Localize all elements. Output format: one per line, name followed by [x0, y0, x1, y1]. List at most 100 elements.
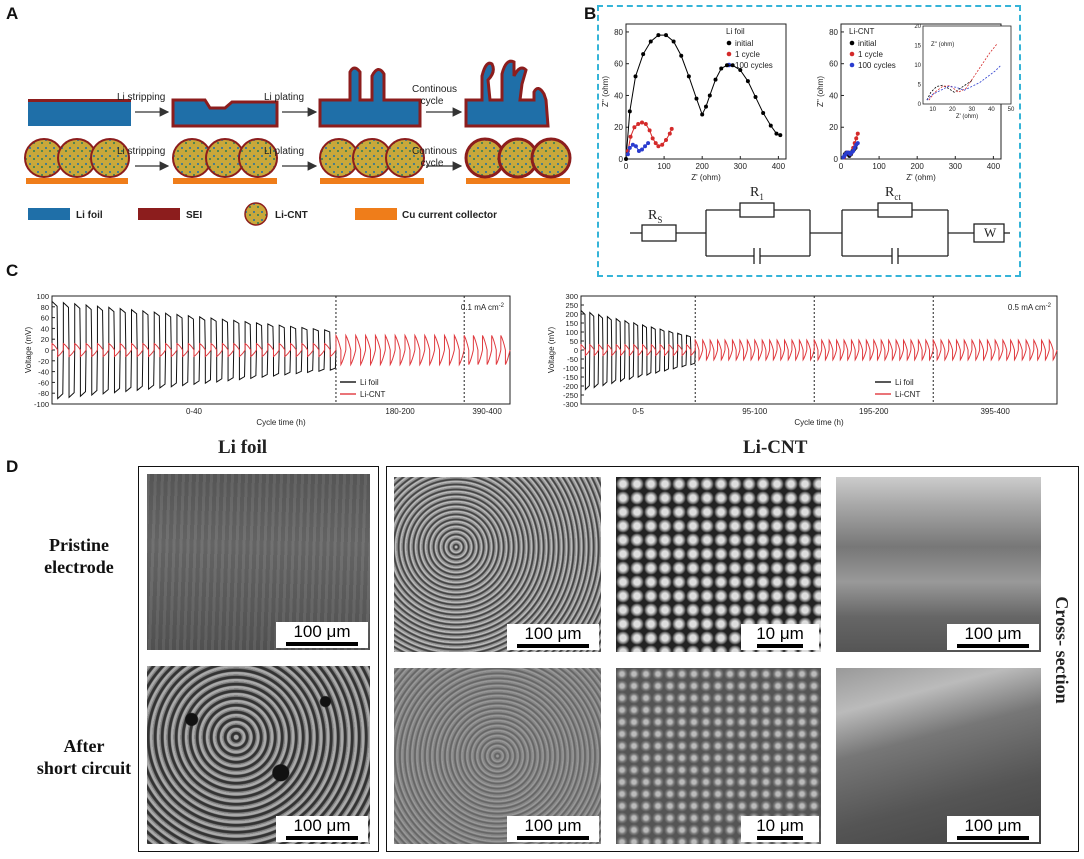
y-tick-label: -100 — [563, 364, 578, 373]
scale-bar-cnt-bot-2: 10 μm — [741, 816, 819, 842]
y-tick-label: -200 — [563, 382, 578, 391]
legend-title: Li foil — [726, 27, 745, 36]
step-label-cycle-1: Continous cycle — [412, 84, 458, 107]
circuit-w-label: W — [984, 225, 997, 240]
inset-y-tick-label: 20 — [914, 24, 921, 30]
y-tick-label: 300 — [565, 292, 578, 301]
segment-label: 195-200 — [859, 407, 889, 416]
data-point — [851, 149, 856, 154]
data-point — [646, 141, 651, 146]
row-label-pristine: Pristine electrode — [44, 535, 114, 577]
inset-y-tick-label: 10 — [914, 63, 921, 69]
y-tick-label: 0 — [45, 346, 49, 355]
inset-y-tick-label: 0 — [918, 102, 922, 108]
panel-letter-d: D — [6, 457, 19, 476]
data-point — [700, 112, 705, 117]
data-point — [686, 74, 691, 79]
y-tick-label: 80 — [829, 28, 838, 37]
y-axis-label: Z'' (ohm) — [816, 76, 825, 107]
sem-li-cnt-short-circuit-high-mag: 10 μm — [616, 668, 821, 844]
side-label-cross-section: Cross- section — [1052, 596, 1072, 704]
sem-li-cnt-pristine-cross-section: 100 μm — [836, 477, 1041, 652]
y-tick-label: 150 — [565, 319, 578, 328]
data-point — [633, 144, 638, 149]
sem-li-cnt-pristine-low-mag: 100 μm — [394, 477, 601, 652]
legend-title: Li-CNT — [849, 27, 874, 36]
legend-entry: initial — [858, 39, 876, 48]
y-tick-label: -20 — [38, 357, 49, 366]
data-point — [724, 63, 729, 68]
y-tick-label: 0 — [574, 346, 578, 355]
legend-marker — [849, 51, 855, 57]
panel-letter-a: A — [6, 4, 19, 23]
y-tick-label: -80 — [38, 389, 49, 398]
y-tick-label: 20 — [614, 123, 623, 132]
scale-bar-foil-bottom: 100 μm — [276, 816, 368, 842]
y-tick-label: 0 — [834, 155, 839, 164]
y-tick-label: -40 — [38, 368, 49, 377]
x-axis-label: Z' (ohm) — [906, 173, 936, 182]
data-point — [738, 68, 743, 73]
y-tick-label: 40 — [829, 91, 838, 100]
sem-li-cnt-pristine-high-mag: 10 μm — [616, 477, 821, 652]
li-cnt-trace — [463, 335, 511, 365]
chart-title-li-cnt: Li-CNT — [743, 437, 808, 458]
circuit-r1-label: R1 — [750, 185, 764, 202]
x-tick-label: 400 — [772, 162, 786, 171]
plot-frame — [580, 295, 1058, 405]
y-tick-label: -60 — [38, 378, 49, 387]
x-tick-label: 300 — [734, 162, 748, 171]
li-cnt-trace — [51, 342, 337, 358]
y-axis-label: Z'' (ohm) — [601, 76, 610, 107]
data-point — [624, 157, 628, 161]
row2-stage3 — [319, 138, 425, 184]
legend-entry-li-cnt: Li-CNT — [360, 390, 385, 399]
y-tick-label: 100 — [36, 292, 49, 301]
step-label-stripping-1: Li stripping — [117, 92, 166, 103]
li-cnt-trace — [932, 338, 1058, 362]
legend-entry: 100 cycles — [858, 61, 896, 70]
step-label-stripping-2: Li stripping — [117, 146, 166, 157]
data-point — [719, 66, 724, 71]
data-point — [636, 122, 641, 127]
data-point — [778, 133, 783, 138]
data-point — [707, 93, 712, 98]
x-axis-label: Z' (ohm) — [691, 173, 721, 182]
data-point — [671, 39, 676, 44]
sem-frame-li-cnt — [386, 466, 1079, 852]
legend-marker — [849, 62, 855, 68]
data-point — [625, 152, 630, 157]
current-density-exponent: -2 — [499, 303, 505, 309]
data-point — [650, 136, 655, 141]
li-cnt-trace — [694, 338, 815, 362]
y-tick-label: -150 — [563, 373, 578, 382]
x-tick-label: 300 — [949, 162, 963, 171]
current-density-exponent: -2 — [1046, 303, 1052, 309]
row1-stage1 — [28, 99, 131, 126]
segment-label: 0-5 — [632, 407, 644, 416]
sem-li-foil-pristine: 100 μm — [147, 474, 370, 650]
data-point — [704, 104, 708, 109]
y-tick-label: 20 — [41, 335, 49, 344]
legend-entry-li-cnt: Li-CNT — [895, 390, 920, 399]
panel-b-border — [597, 5, 1021, 277]
x-axis-label: Cycle time (h) — [256, 418, 306, 427]
data-point — [641, 52, 646, 57]
data-point — [648, 39, 653, 44]
row2-stage4 — [464, 137, 572, 184]
data-point — [753, 95, 758, 100]
data-point — [633, 74, 638, 79]
x-tick-label: 100 — [872, 162, 886, 171]
step-label-cycle-2: Continous cycle — [412, 146, 458, 169]
data-point — [774, 131, 779, 136]
li-cnt-trace — [813, 338, 934, 362]
row1-stage3 — [318, 66, 422, 128]
y-tick-label: -250 — [563, 391, 578, 400]
y-tick-label: 20 — [829, 123, 838, 132]
data-point — [640, 120, 644, 125]
data-point — [636, 149, 641, 154]
segment-label: 395-400 — [980, 407, 1010, 416]
data-point — [627, 145, 632, 150]
